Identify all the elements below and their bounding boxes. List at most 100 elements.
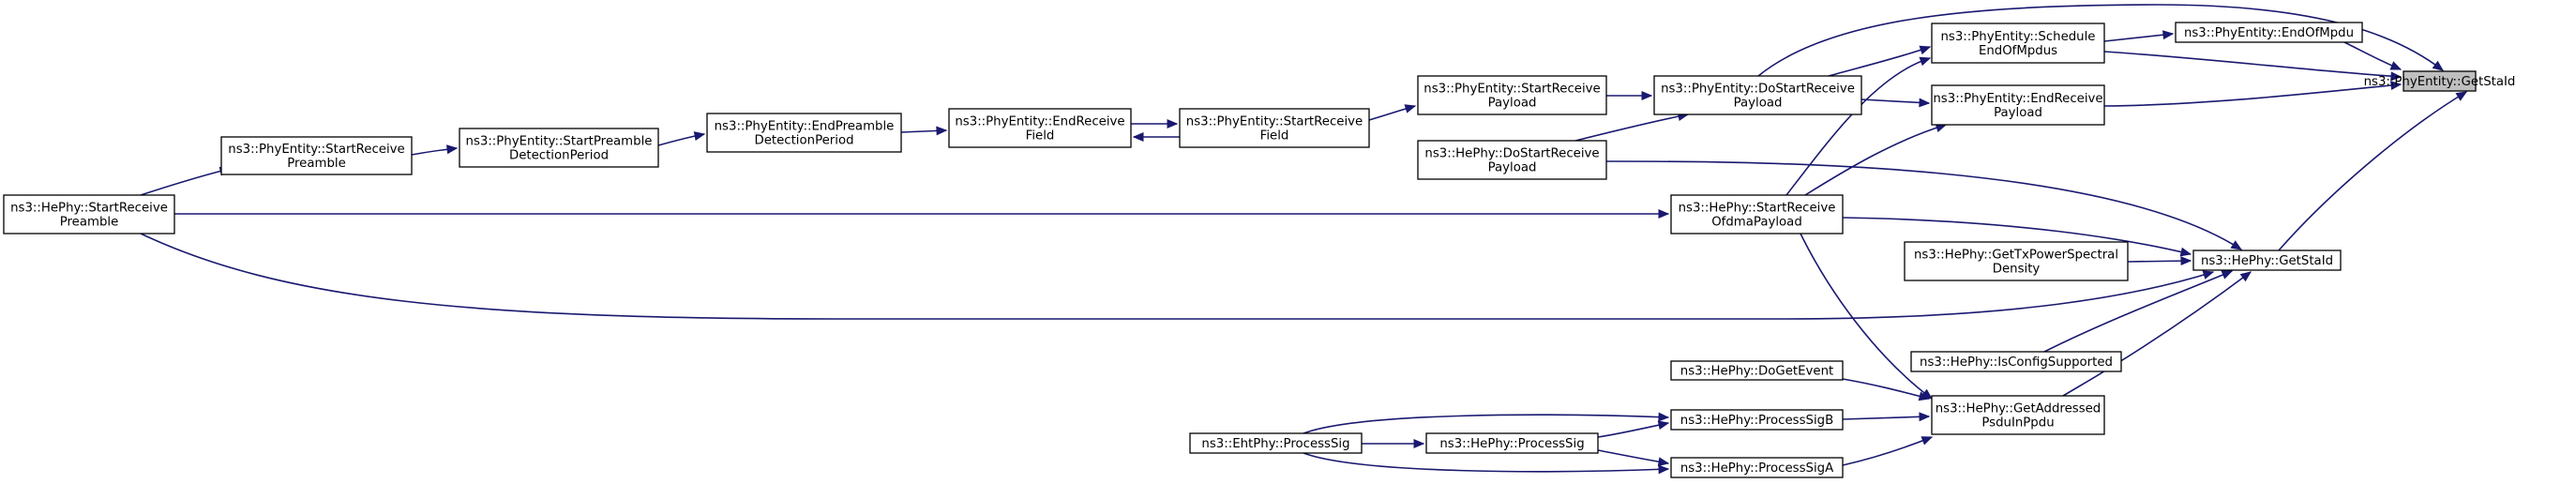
node-box — [948, 108, 1132, 148]
edge-hephy-gettxpowerspectraldensity-to-hephy-getstaid — [2127, 256, 2192, 266]
edge-line — [2043, 270, 2233, 353]
edge-line — [1303, 414, 1669, 434]
node-label: ns3::EhtPhy::ProcessSig — [1201, 437, 1349, 451]
node-label: Payload — [1994, 106, 2042, 120]
edge-hephy-startreceivepreamble-to-hephy-getstaid — [140, 233, 2215, 320]
node-hephy-processsigb[interactable]: ns3::HePhy::ProcessSigB — [1670, 409, 1844, 431]
node-box — [3, 194, 175, 234]
edge-line — [1804, 124, 1947, 196]
edge-phyentity-endofmpdu-to-phyentity-getstaid — [2343, 41, 2403, 70]
node-hephy-processsiga[interactable]: ns3::HePhy::ProcessSigA — [1670, 457, 1844, 478]
edge-hephy-processsigb-to-hephy-getaddressedpsduinppdu — [1842, 412, 1931, 422]
node-label: ns3::HePhy::DoStartReceive — [1424, 147, 1599, 161]
edge-line — [2103, 33, 2174, 42]
node-ehtphy-processsig[interactable]: ns3::EhtPhy::ProcessSig — [1189, 432, 1363, 454]
node-box — [1417, 75, 1607, 115]
node-box — [1670, 409, 1844, 431]
node-box — [1179, 108, 1370, 148]
edge-line — [1828, 46, 1931, 77]
node-label: ns3::PhyEntity::DoStartReceive — [1661, 83, 1855, 97]
edge-hephy-startreceivepreamble-to-hephy-startreceiveofdmapayload — [174, 209, 1670, 219]
edge-phyentity-endreceivefield-to-phyentity-startreceivefield — [1131, 119, 1179, 129]
arrowhead-icon — [1919, 98, 1931, 108]
edge-hephy-getstaid-to-phyentity-getstaid — [2278, 91, 2468, 251]
edge-line — [1842, 378, 1930, 400]
edge-hephy-startreceiveofdmapayload-to-phyentity-endreceivepayload — [1804, 123, 1948, 196]
node-label: Payload — [1488, 97, 1537, 111]
node-label: Field — [1260, 129, 1289, 144]
node-label: Payload — [1488, 161, 1537, 175]
arrowhead-icon — [2230, 240, 2243, 250]
arrowhead-icon — [2389, 61, 2403, 70]
arrowhead-icon — [1657, 420, 1670, 431]
edge-phyentity-startreceivepreamble-to-phyentity-startpreambledetectionperiod — [411, 144, 459, 156]
edge-line — [1574, 113, 1689, 142]
edge-hephy-startreceiveofdmapayload-to-hephy-getstaid — [1842, 217, 2192, 257]
arrowhead-icon — [1658, 412, 1670, 422]
edge-phyentity-startpreambledetectionperiod-to-phyentity-endpreambledetectionperiod — [657, 131, 706, 146]
edge-hephy-dogetevent-to-hephy-getaddressedpsduinppdu — [1842, 378, 1931, 401]
node-phyentity-endpreambledetectionperiod[interactable]: ns3::PhyEntity::EndPreambleDetectionPeri… — [706, 113, 902, 153]
node-layer: ns3::PhyEntity::GetStaIdns3::PhyEntity::… — [3, 22, 2515, 478]
node-hephy-dogetevent[interactable]: ns3::HePhy::DoGetEvent — [1670, 360, 1844, 381]
node-label: ns3::PhyEntity::StartReceive — [228, 143, 404, 157]
node-box — [1670, 360, 1844, 381]
edge-ehtphy-processsig-to-hephy-processsiga — [1303, 452, 1670, 475]
edge-phyentity-endpreambledetectionperiod-to-phyentity-endreceivefield — [900, 126, 948, 136]
node-box — [1904, 241, 2129, 281]
arrowhead-icon — [1918, 391, 1931, 401]
edge-phyentity-dostartreceivepayload-to-phyentity-scheduleendofmpdus — [1828, 45, 1932, 77]
arrowhead-icon — [1658, 209, 1670, 219]
node-hephy-isconfigsupported[interactable]: ns3::HePhy::IsConfigSupported — [1910, 351, 2122, 372]
node-label: ns3::HePhy::StartReceive — [1679, 202, 1836, 216]
edge-line — [2103, 83, 2402, 107]
edge-layer — [140, 4, 2468, 475]
arrowhead-icon — [2239, 271, 2252, 282]
node-label: ns3::HePhy::ProcessSigB — [1680, 414, 1833, 428]
node-box — [220, 136, 413, 175]
node-phyentity-getstaid: ns3::PhyEntity::GetStaId — [2364, 70, 2515, 92]
node-phyentity-endofmpdu[interactable]: ns3::PhyEntity::EndOfMpdu — [2175, 22, 2363, 43]
arrowhead-icon — [1919, 56, 1932, 67]
node-box — [459, 128, 659, 168]
node-label: ns3::PhyEntity::StartPreamble — [466, 135, 653, 149]
edge-line — [1757, 4, 2444, 77]
node-box — [1653, 75, 1862, 115]
arrowhead-icon — [1167, 119, 1179, 129]
arrowhead-icon — [2455, 91, 2468, 101]
edge-line — [2103, 51, 2402, 78]
arrowhead-icon — [2390, 81, 2403, 90]
node-label: DetectionPeriod — [509, 149, 609, 163]
node-box — [2175, 22, 2363, 43]
arrowhead-icon — [1132, 132, 1144, 142]
node-hephy-getstaid[interactable]: ns3::HePhy::GetStaId — [2192, 250, 2342, 271]
node-label: ns3::HePhy::GetAddressed — [1936, 402, 2101, 416]
arrowhead-icon — [2202, 270, 2215, 280]
node-phyentity-startpreambledetectionperiod[interactable]: ns3::PhyEntity::StartPreambleDetectionPe… — [459, 128, 659, 168]
edge-hephy-dostartreceivepayload-to-phyentity-dostartreceivepayload — [1574, 112, 1690, 142]
node-label: Preamble — [287, 157, 346, 171]
node-box — [706, 113, 902, 153]
edge-phyentity-startreceivepayload-to-phyentity-dostartreceivepayload — [1606, 91, 1653, 100]
edge-phyentity-scheduleendofmpdus-to-phyentity-endofmpdu — [2103, 30, 2175, 42]
edge-line — [140, 233, 2214, 320]
edge-phyentity-endreceivepayload-to-phyentity-getstaid — [2103, 81, 2403, 107]
arrowhead-icon — [1404, 104, 1417, 113]
node-label: ns3::PhyEntity::EndReceive — [955, 115, 1124, 129]
node-hephy-processsig[interactable]: ns3::HePhy::ProcessSig — [1425, 432, 1599, 454]
arrowhead-icon — [2221, 270, 2234, 280]
edge-hephy-getaddressedpsduinppdu-to-hephy-getstaid — [2062, 271, 2252, 397]
